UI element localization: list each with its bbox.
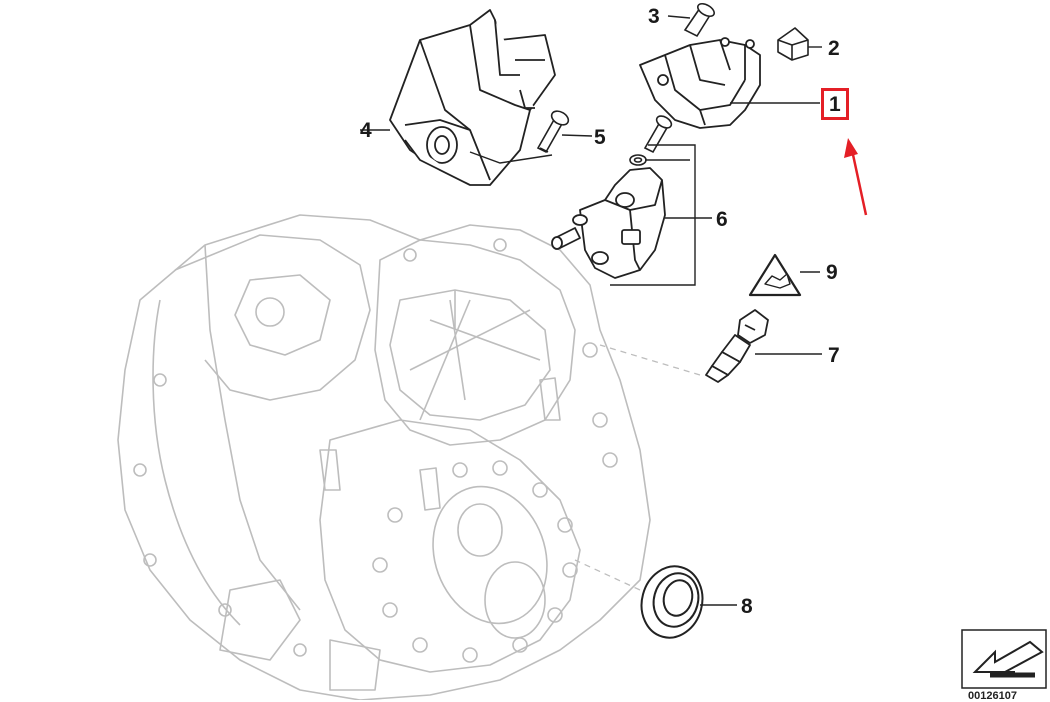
callout-8: 8 — [741, 595, 753, 618]
transmission-housing — [117, 214, 651, 700]
callout-3: 3 — [648, 5, 660, 28]
locator-dashed-sensor — [599, 344, 701, 376]
part-2-cap — [777, 27, 809, 61]
part-7-sensor — [705, 309, 769, 383]
leader-lines — [360, 15, 822, 606]
callout-7: 7 — [828, 344, 840, 367]
part-5-bolt — [536, 110, 570, 154]
part-6-switch — [551, 167, 666, 279]
callout-1[interactable]: 1 — [821, 88, 849, 120]
callout-6: 6 — [716, 208, 728, 231]
figure-id: 00126107 — [968, 690, 1017, 702]
part-9-warning-label — [748, 253, 802, 297]
part-4-bracket — [389, 9, 556, 186]
part-6-bolt-washer — [629, 115, 673, 166]
part-8-shaft-seal — [640, 565, 704, 639]
callout-9: 9 — [826, 261, 838, 284]
orientation-arrow-icon — [961, 629, 1047, 689]
part-3-bolt — [683, 2, 715, 38]
callout-5: 5 — [594, 126, 606, 149]
locator-dashed-seal — [574, 559, 641, 591]
part-1-mount-bracket — [639, 37, 761, 129]
red-arrow-pointer — [844, 138, 868, 216]
callout-2: 2 — [828, 37, 840, 60]
callout-4: 4 — [360, 119, 372, 142]
